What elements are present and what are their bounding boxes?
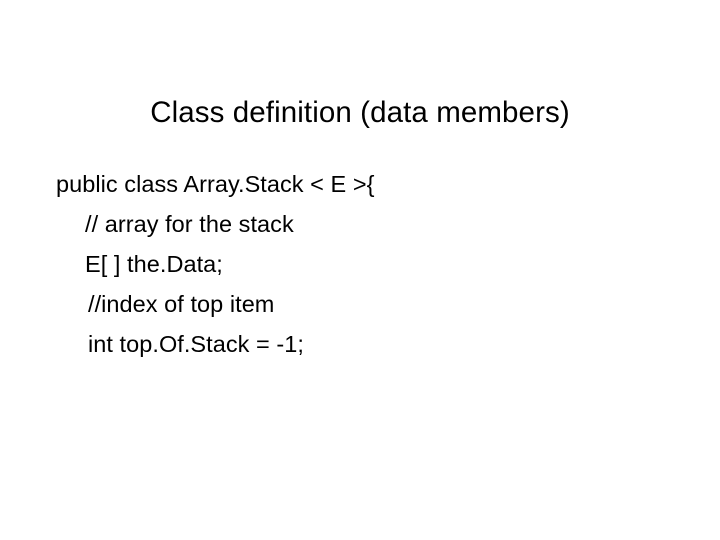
code-block: public class Array.Stack < E >{ // array… <box>0 164 720 364</box>
slide-title: Class definition (data members) <box>150 95 570 129</box>
code-line: int top.Of.Stack = -1; <box>88 331 304 357</box>
code-line: // array for the stack <box>85 211 294 237</box>
code-line: public class Array.Stack < E >{ <box>56 171 375 197</box>
code-line: //index of top item <box>88 291 275 317</box>
code-line: E[ ] the.Data; <box>85 251 223 277</box>
